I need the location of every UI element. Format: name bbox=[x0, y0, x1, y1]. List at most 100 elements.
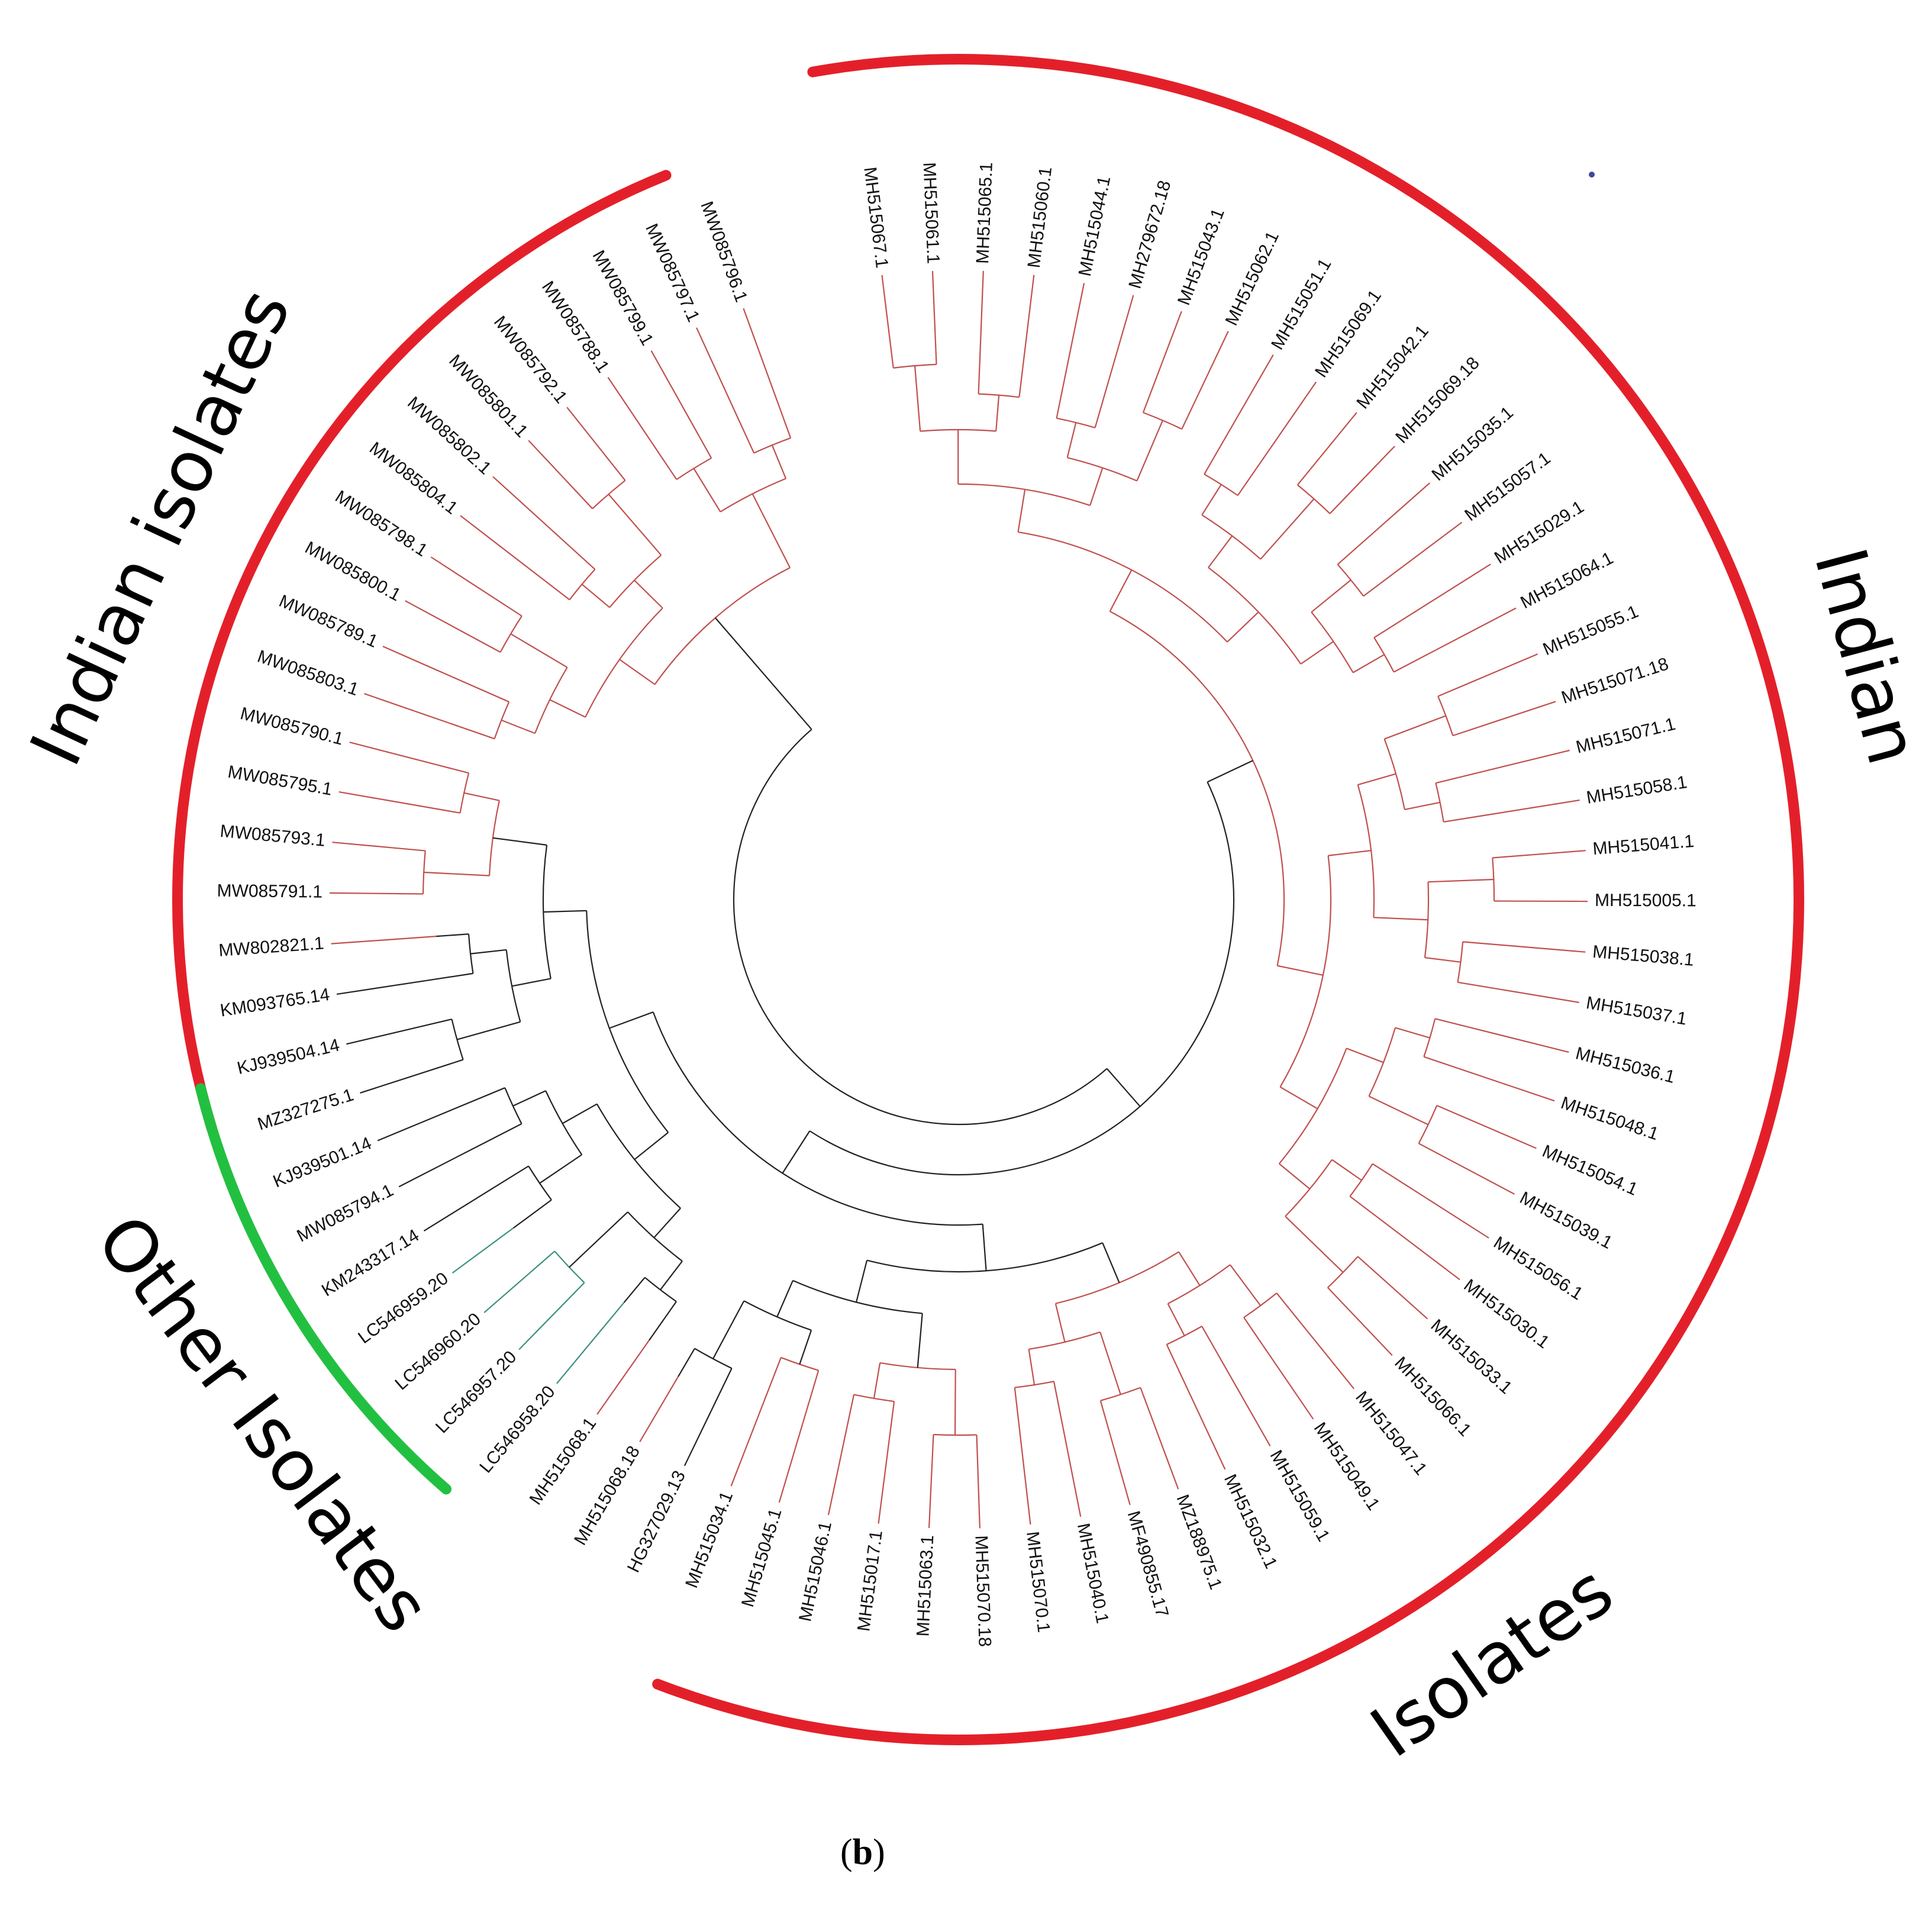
terminal-branch bbox=[377, 1122, 421, 1142]
terminal-branch bbox=[1466, 1026, 1569, 1053]
tree-branches bbox=[330, 270, 1588, 1529]
leaf-label: MW085789.1 bbox=[276, 591, 381, 652]
leaf-label: MH515068.1 bbox=[526, 1414, 601, 1509]
other-isolates-arc bbox=[195, 1083, 452, 1495]
terminal-branch bbox=[1062, 1427, 1082, 1517]
terminal-branch bbox=[346, 1026, 421, 1045]
group-label-isolates: Isolates bbox=[1357, 1550, 1628, 1774]
terminal-branch bbox=[518, 1316, 552, 1351]
terminal-branch bbox=[451, 1227, 514, 1274]
terminal-branch bbox=[878, 1448, 889, 1524]
terminal-branch bbox=[778, 1401, 810, 1503]
leaf-label: MH515065.1 bbox=[973, 162, 996, 264]
terminal-branch bbox=[1327, 412, 1357, 449]
leaf-label: MH515056.1 bbox=[1490, 1233, 1586, 1304]
terminal-branch bbox=[364, 693, 465, 729]
terminal-branch bbox=[336, 979, 427, 995]
stray-dot bbox=[1589, 172, 1595, 178]
leaf-label: MH515071.1 bbox=[1574, 714, 1678, 758]
terminal-branch bbox=[1205, 1427, 1226, 1470]
leaf-label: MW085798.1 bbox=[331, 486, 431, 560]
terminal-branch bbox=[566, 407, 606, 456]
leaf-label: MH515070.1 bbox=[1023, 1530, 1053, 1633]
leaf-label: MW085793.1 bbox=[219, 821, 326, 850]
terminal-branch bbox=[1401, 563, 1491, 621]
terminal-branch bbox=[338, 791, 414, 806]
terminal-branch bbox=[1217, 1354, 1271, 1446]
terminal-branch bbox=[331, 936, 437, 945]
leaf-label: HG327029.13 bbox=[624, 1468, 689, 1576]
leaf-label: MH515069.1 bbox=[1311, 286, 1385, 381]
leaf-label: MH515051.1 bbox=[1267, 255, 1336, 353]
leaf-label: MH515063.1 bbox=[913, 1535, 937, 1637]
leaf-label: MH515030.1 bbox=[1460, 1275, 1553, 1352]
leaf-label: MW085800.1 bbox=[302, 538, 404, 605]
terminal-branch bbox=[1352, 446, 1395, 491]
leaf-label: MH515070.18 bbox=[971, 1535, 994, 1647]
leaf-label: MH515059.1 bbox=[1266, 1447, 1334, 1545]
terminal-branch bbox=[730, 1442, 749, 1487]
figure-caption: (b) bbox=[840, 1832, 885, 1874]
terminal-branch bbox=[1481, 653, 1538, 679]
terminal-branch bbox=[1539, 850, 1586, 855]
leaf-label: MH515058.1 bbox=[1585, 772, 1689, 808]
terminal-branch bbox=[596, 1340, 650, 1415]
terminal-branch bbox=[1475, 799, 1580, 818]
leaf-label: MH515062.1 bbox=[1222, 228, 1283, 328]
leaf-label: MF490855.17 bbox=[1124, 1509, 1172, 1619]
terminal-branch bbox=[1447, 1158, 1515, 1195]
leaf-label: MH279672.18 bbox=[1125, 178, 1175, 291]
terminal-branch bbox=[430, 556, 495, 599]
terminal-branch bbox=[398, 1138, 494, 1188]
caption-open-paren: ( bbox=[840, 1832, 853, 1872]
leaf-label: MW085790.1 bbox=[238, 704, 346, 749]
terminal-branch bbox=[1156, 1432, 1179, 1490]
terminal-branch bbox=[1483, 701, 1556, 726]
leaf-label: LC546960.20 bbox=[391, 1309, 485, 1394]
leaf-label: KM243317.14 bbox=[318, 1226, 422, 1300]
caption-letter: b bbox=[852, 1832, 873, 1872]
leaf-label: MH515054.1 bbox=[1539, 1141, 1640, 1199]
leaf-label: MW802821.1 bbox=[218, 933, 324, 960]
leaf-label: MZ327275.1 bbox=[255, 1085, 356, 1134]
leaf-label: MH515029.1 bbox=[1491, 497, 1588, 568]
terminal-branch bbox=[1349, 1310, 1393, 1356]
terminal-branch bbox=[405, 600, 459, 630]
terminal-branch bbox=[1392, 1287, 1428, 1320]
terminal-branch bbox=[1195, 331, 1229, 400]
leaf-label: MH515057.1 bbox=[1461, 449, 1554, 525]
terminal-branch bbox=[1159, 311, 1182, 369]
terminal-branch bbox=[1475, 607, 1517, 630]
terminal-branch bbox=[1018, 1420, 1031, 1525]
indian-isolates-right-arc bbox=[652, 54, 1805, 1745]
leaf-label: MH515042.1 bbox=[1353, 321, 1432, 412]
terminal-branch bbox=[639, 1376, 679, 1442]
group-label-indian: Indian bbox=[1798, 540, 1932, 773]
terminal-branch bbox=[349, 742, 438, 766]
terminal-branch bbox=[1389, 521, 1463, 578]
terminal-branch bbox=[360, 1074, 418, 1094]
leaf-label: MW085796.1 bbox=[696, 199, 751, 305]
leaf-label: KJ939501.14 bbox=[270, 1133, 375, 1191]
leaf-label: MH515038.1 bbox=[1592, 942, 1695, 970]
leaf-label: MH515036.1 bbox=[1573, 1043, 1677, 1087]
indian-isolates-left-arc bbox=[172, 170, 672, 1133]
group-label-indian-isolates: Indian isolates bbox=[15, 277, 307, 778]
leaf-label: MW085803.1 bbox=[255, 647, 361, 700]
leaf-label: MW085799.1 bbox=[588, 247, 657, 349]
leaf-label: MW085792.1 bbox=[490, 312, 571, 407]
terminal-branch bbox=[528, 440, 561, 475]
terminal-branch bbox=[492, 476, 572, 548]
terminal-branch bbox=[650, 350, 696, 430]
terminal-branch bbox=[1481, 749, 1570, 773]
leaf-label: MH515068.18 bbox=[570, 1443, 644, 1549]
caption-close-paren: ) bbox=[873, 1832, 885, 1872]
leaf-label: MH515043.1 bbox=[1174, 206, 1228, 308]
leaf-label: MW085804.1 bbox=[366, 439, 461, 518]
terminal-branch bbox=[1375, 1215, 1460, 1281]
leaf-label: MH515061.1 bbox=[919, 162, 943, 265]
leaf-label: MH515044.1 bbox=[1075, 175, 1115, 278]
leaf-label: MH515071.18 bbox=[1559, 654, 1671, 708]
